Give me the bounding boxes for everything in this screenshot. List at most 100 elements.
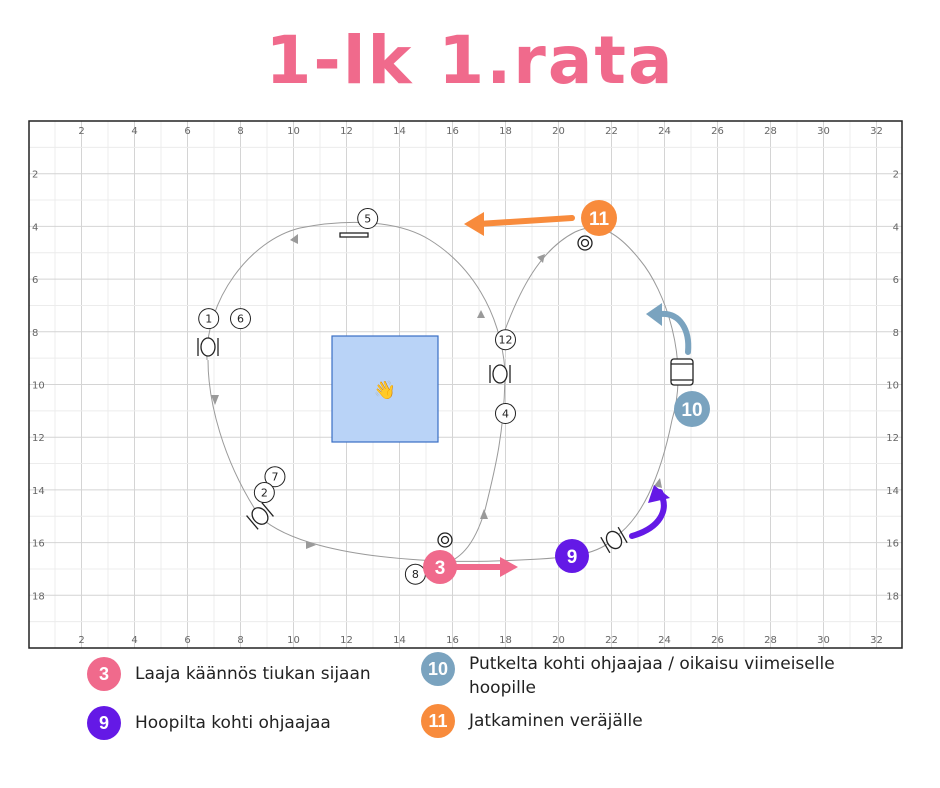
x-tick-label-top: 24	[658, 126, 671, 137]
svg-text:2: 2	[261, 487, 268, 500]
y-tick-label-right: 18	[886, 591, 899, 602]
legend-text-11: Jatkaminen veräjälle	[469, 711, 643, 731]
hoop-obstacle	[489, 364, 511, 384]
svg-text:10: 10	[681, 400, 702, 421]
svg-text:1: 1	[205, 313, 212, 326]
tunnel-obstacle	[670, 358, 694, 386]
y-tick-label-left: 8	[32, 328, 38, 339]
path-arrow	[290, 234, 298, 244]
legend-badge-9: 9	[87, 706, 121, 740]
legend-item-11: 11 Jatkaminen veräjälle	[421, 704, 643, 738]
legend-item-10: 10 Putkelta kohti ohjaajaa / oikaisu vii…	[421, 652, 891, 700]
obstacle-number-marker: 1	[198, 308, 220, 330]
x-tick-label-bottom: 24	[658, 635, 671, 646]
y-tick-label-left: 16	[32, 539, 45, 550]
svg-text:4: 4	[502, 407, 509, 420]
y-tick-label-right: 4	[893, 222, 899, 233]
hoop-obstacle	[600, 526, 628, 554]
x-tick-label-top: 32	[870, 126, 883, 137]
y-tick-label-right: 10	[886, 381, 899, 392]
callout-arrow-9	[629, 485, 670, 539]
x-tick-label-bottom: 16	[446, 635, 459, 646]
svg-text:12: 12	[499, 334, 513, 347]
cone-obstacle	[577, 235, 593, 251]
x-tick-label-bottom: 18	[499, 635, 512, 646]
callout-badge-11: 11	[581, 200, 617, 236]
svg-text:6: 6	[237, 313, 244, 326]
page-title: 1-lk 1.rata	[265, 22, 675, 99]
x-tick-label-top: 26	[711, 126, 724, 137]
obstacle-number-marker: 5	[357, 207, 379, 229]
path-arrow	[211, 395, 219, 405]
x-tick-label-top: 18	[499, 126, 512, 137]
x-tick-label-bottom: 28	[764, 635, 777, 646]
legend-item-9: 9 Hoopilta kohti ohjaajaa	[87, 706, 331, 740]
svg-text:5: 5	[364, 212, 371, 225]
svg-text:7: 7	[271, 471, 278, 484]
obstacle-number-marker: 8	[404, 563, 426, 585]
x-tick-label-top: 2	[78, 126, 84, 137]
y-tick-label-left: 4	[32, 222, 38, 233]
y-tick-label-right: 8	[893, 328, 899, 339]
obstacles	[197, 232, 694, 554]
callout-arrow-11	[464, 212, 575, 236]
x-tick-label-bottom: 2	[78, 635, 84, 646]
callout-badge-3: 3	[423, 550, 457, 584]
obstacle-number-marker: 2	[253, 482, 275, 504]
callout-arrow-10	[646, 303, 692, 355]
x-tick-label-top: 16	[446, 126, 459, 137]
x-tick-label-bottom: 4	[131, 635, 137, 646]
svg-text:3: 3	[435, 558, 446, 579]
x-tick-label-top: 4	[131, 126, 137, 137]
x-tick-label-top: 12	[340, 126, 353, 137]
legend-badge-10: 10	[421, 652, 455, 686]
path-arrow	[306, 541, 316, 549]
x-tick-label-bottom: 26	[711, 635, 724, 646]
legend-badge-3: 3	[87, 657, 121, 691]
x-tick-label-bottom: 14	[393, 635, 406, 646]
y-tick-label-right: 16	[886, 539, 899, 550]
x-tick-label-top: 10	[287, 126, 300, 137]
y-tick-label-left: 2	[32, 170, 38, 181]
x-tick-label-top: 28	[764, 126, 777, 137]
hoop-obstacle	[246, 502, 274, 530]
gate-obstacle	[339, 232, 369, 238]
legend-text-3: Laaja käännös tiukan sijaan	[135, 664, 371, 684]
legend-badge-11: 11	[421, 704, 455, 738]
path-arrow	[477, 310, 485, 318]
y-tick-label-left: 10	[32, 381, 45, 392]
x-tick-label-top: 22	[605, 126, 618, 137]
x-tick-label-top: 6	[184, 126, 190, 137]
handler-area	[331, 335, 439, 443]
hoop-obstacle	[197, 337, 219, 357]
callout-badge-10: 10	[674, 391, 710, 427]
x-tick-label-bottom: 6	[184, 635, 190, 646]
grid-labels: 2244668810101212141416161818202022222424…	[32, 126, 899, 646]
path-arrows	[211, 234, 662, 549]
obstacle-markers: 1 6 5 12 4 72 8	[198, 207, 516, 585]
svg-text:11: 11	[589, 209, 610, 230]
legend-text-9: Hoopilta kohti ohjaajaa	[135, 713, 331, 733]
x-tick-label-top: 8	[237, 126, 243, 137]
callout-badge-9: 9	[555, 539, 589, 573]
obstacle-number-marker: 6	[230, 308, 251, 330]
y-tick-label-left: 6	[32, 275, 38, 286]
legend-text-10: Putkelta kohti ohjaajaa / oikaisu viimei…	[469, 654, 835, 698]
path-arrow	[654, 478, 662, 488]
x-tick-label-bottom: 30	[817, 635, 830, 646]
obstacle-number-marker: 7	[264, 466, 286, 488]
y-tick-label-right: 2	[893, 170, 899, 181]
y-tick-label-right: 12	[886, 433, 899, 444]
svg-text:8: 8	[412, 568, 419, 581]
x-tick-label-bottom: 22	[605, 635, 618, 646]
y-tick-label-right: 6	[893, 275, 899, 286]
y-tick-label-right: 14	[886, 486, 899, 497]
y-tick-label-left: 12	[32, 433, 45, 444]
callout-arrow-3	[447, 557, 518, 577]
x-tick-label-bottom: 32	[870, 635, 883, 646]
x-tick-label-bottom: 12	[340, 635, 353, 646]
x-tick-label-bottom: 20	[552, 635, 565, 646]
x-tick-label-bottom: 8	[237, 635, 243, 646]
wave-icon: 👋	[374, 380, 396, 401]
